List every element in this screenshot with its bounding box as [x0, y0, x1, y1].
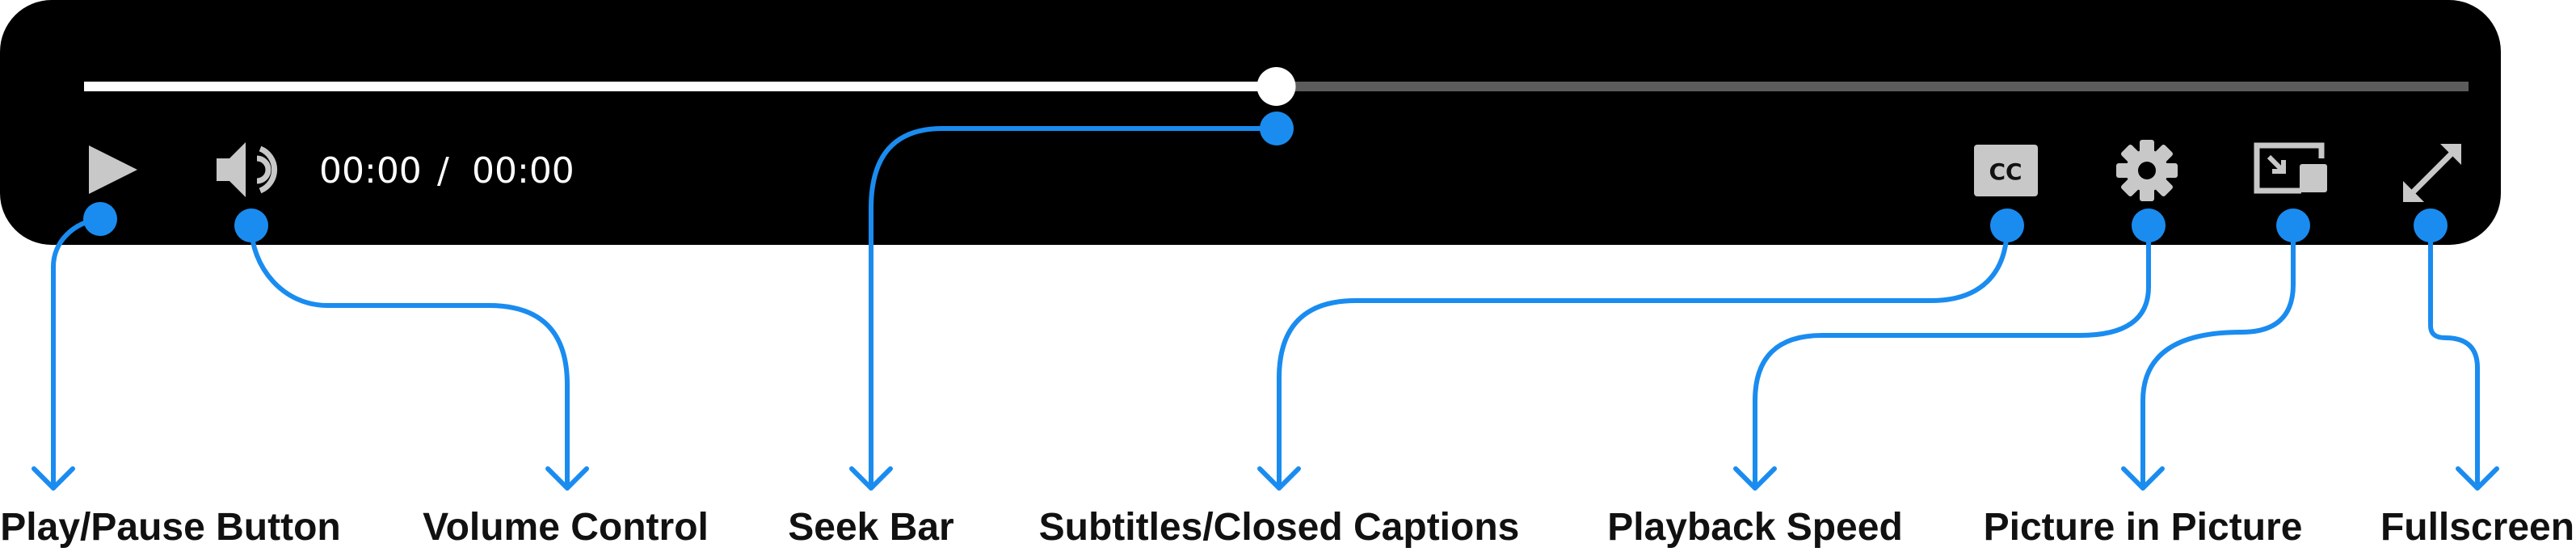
subtitles-button[interactable]: CC: [1974, 145, 2038, 196]
pip-button[interactable]: [2254, 142, 2327, 194]
dot-seek: [1260, 112, 1294, 145]
player-control-bar: [0, 0, 2501, 245]
arrow-play: [32, 466, 75, 491]
dot-subtitles: [1990, 208, 2024, 242]
time-separator: /: [437, 150, 449, 192]
dot-pip: [2276, 208, 2310, 242]
arrow-volume: [545, 466, 589, 491]
dot-play: [83, 202, 117, 236]
label-speed: Playback Speed: [1607, 506, 1903, 549]
arrow-pip: [2121, 466, 2165, 491]
dot-speed: [2132, 208, 2166, 242]
seek-handle[interactable]: [1256, 67, 1296, 106]
arrow-fullscreen: [2456, 466, 2499, 491]
label-pip: Picture in Picture: [1984, 506, 2303, 549]
label-seek: Seek Bar: [788, 506, 953, 549]
speaker-volume-icon[interactable]: [217, 142, 278, 197]
cc-badge-text: CC: [1989, 158, 2022, 185]
closed-captions-icon[interactable]: [1974, 145, 2038, 196]
picture-in-picture-icon[interactable]: [2254, 142, 2327, 194]
settings-button[interactable]: [2116, 140, 2178, 201]
play-pause-button[interactable]: [89, 145, 137, 194]
fullscreen-expand-icon[interactable]: [2403, 144, 2461, 202]
fullscreen-button[interactable]: [2403, 144, 2461, 202]
annotation-dots: [83, 112, 2448, 242]
connector-pip: [2140, 223, 2296, 491]
label-fullscreen: Fullscreen: [2380, 506, 2574, 549]
label-volume: Volume Control: [423, 506, 709, 549]
gear-icon[interactable]: [2116, 140, 2178, 201]
dot-fullscreen: [2414, 208, 2448, 242]
connector-fullscreen: [2428, 223, 2480, 491]
play-icon[interactable]: [89, 145, 137, 194]
current-time: 00:00: [319, 150, 422, 192]
arrow-speed: [1733, 466, 1777, 491]
arrow-seek: [849, 466, 893, 491]
dot-volume: [234, 208, 268, 242]
label-play-pause: Play/Pause Button: [0, 506, 340, 549]
connector-speed: [1753, 223, 2151, 491]
arrow-subtitles: [1257, 466, 1301, 491]
connector-seek: [869, 126, 1279, 491]
total-time: 00:00: [472, 150, 575, 192]
connector-volume: [249, 223, 570, 491]
label-subtitles: Subtitles/Closed Captions: [1039, 506, 1520, 549]
seek-bar[interactable]: [84, 67, 2469, 106]
annotation-labels: Play/Pause Button Volume Control Seek Ba…: [0, 506, 2574, 549]
volume-button[interactable]: [217, 142, 278, 197]
connector-play: [51, 217, 103, 491]
connector-subtitles: [1277, 223, 2010, 491]
annotation-connectors: [32, 126, 2499, 491]
